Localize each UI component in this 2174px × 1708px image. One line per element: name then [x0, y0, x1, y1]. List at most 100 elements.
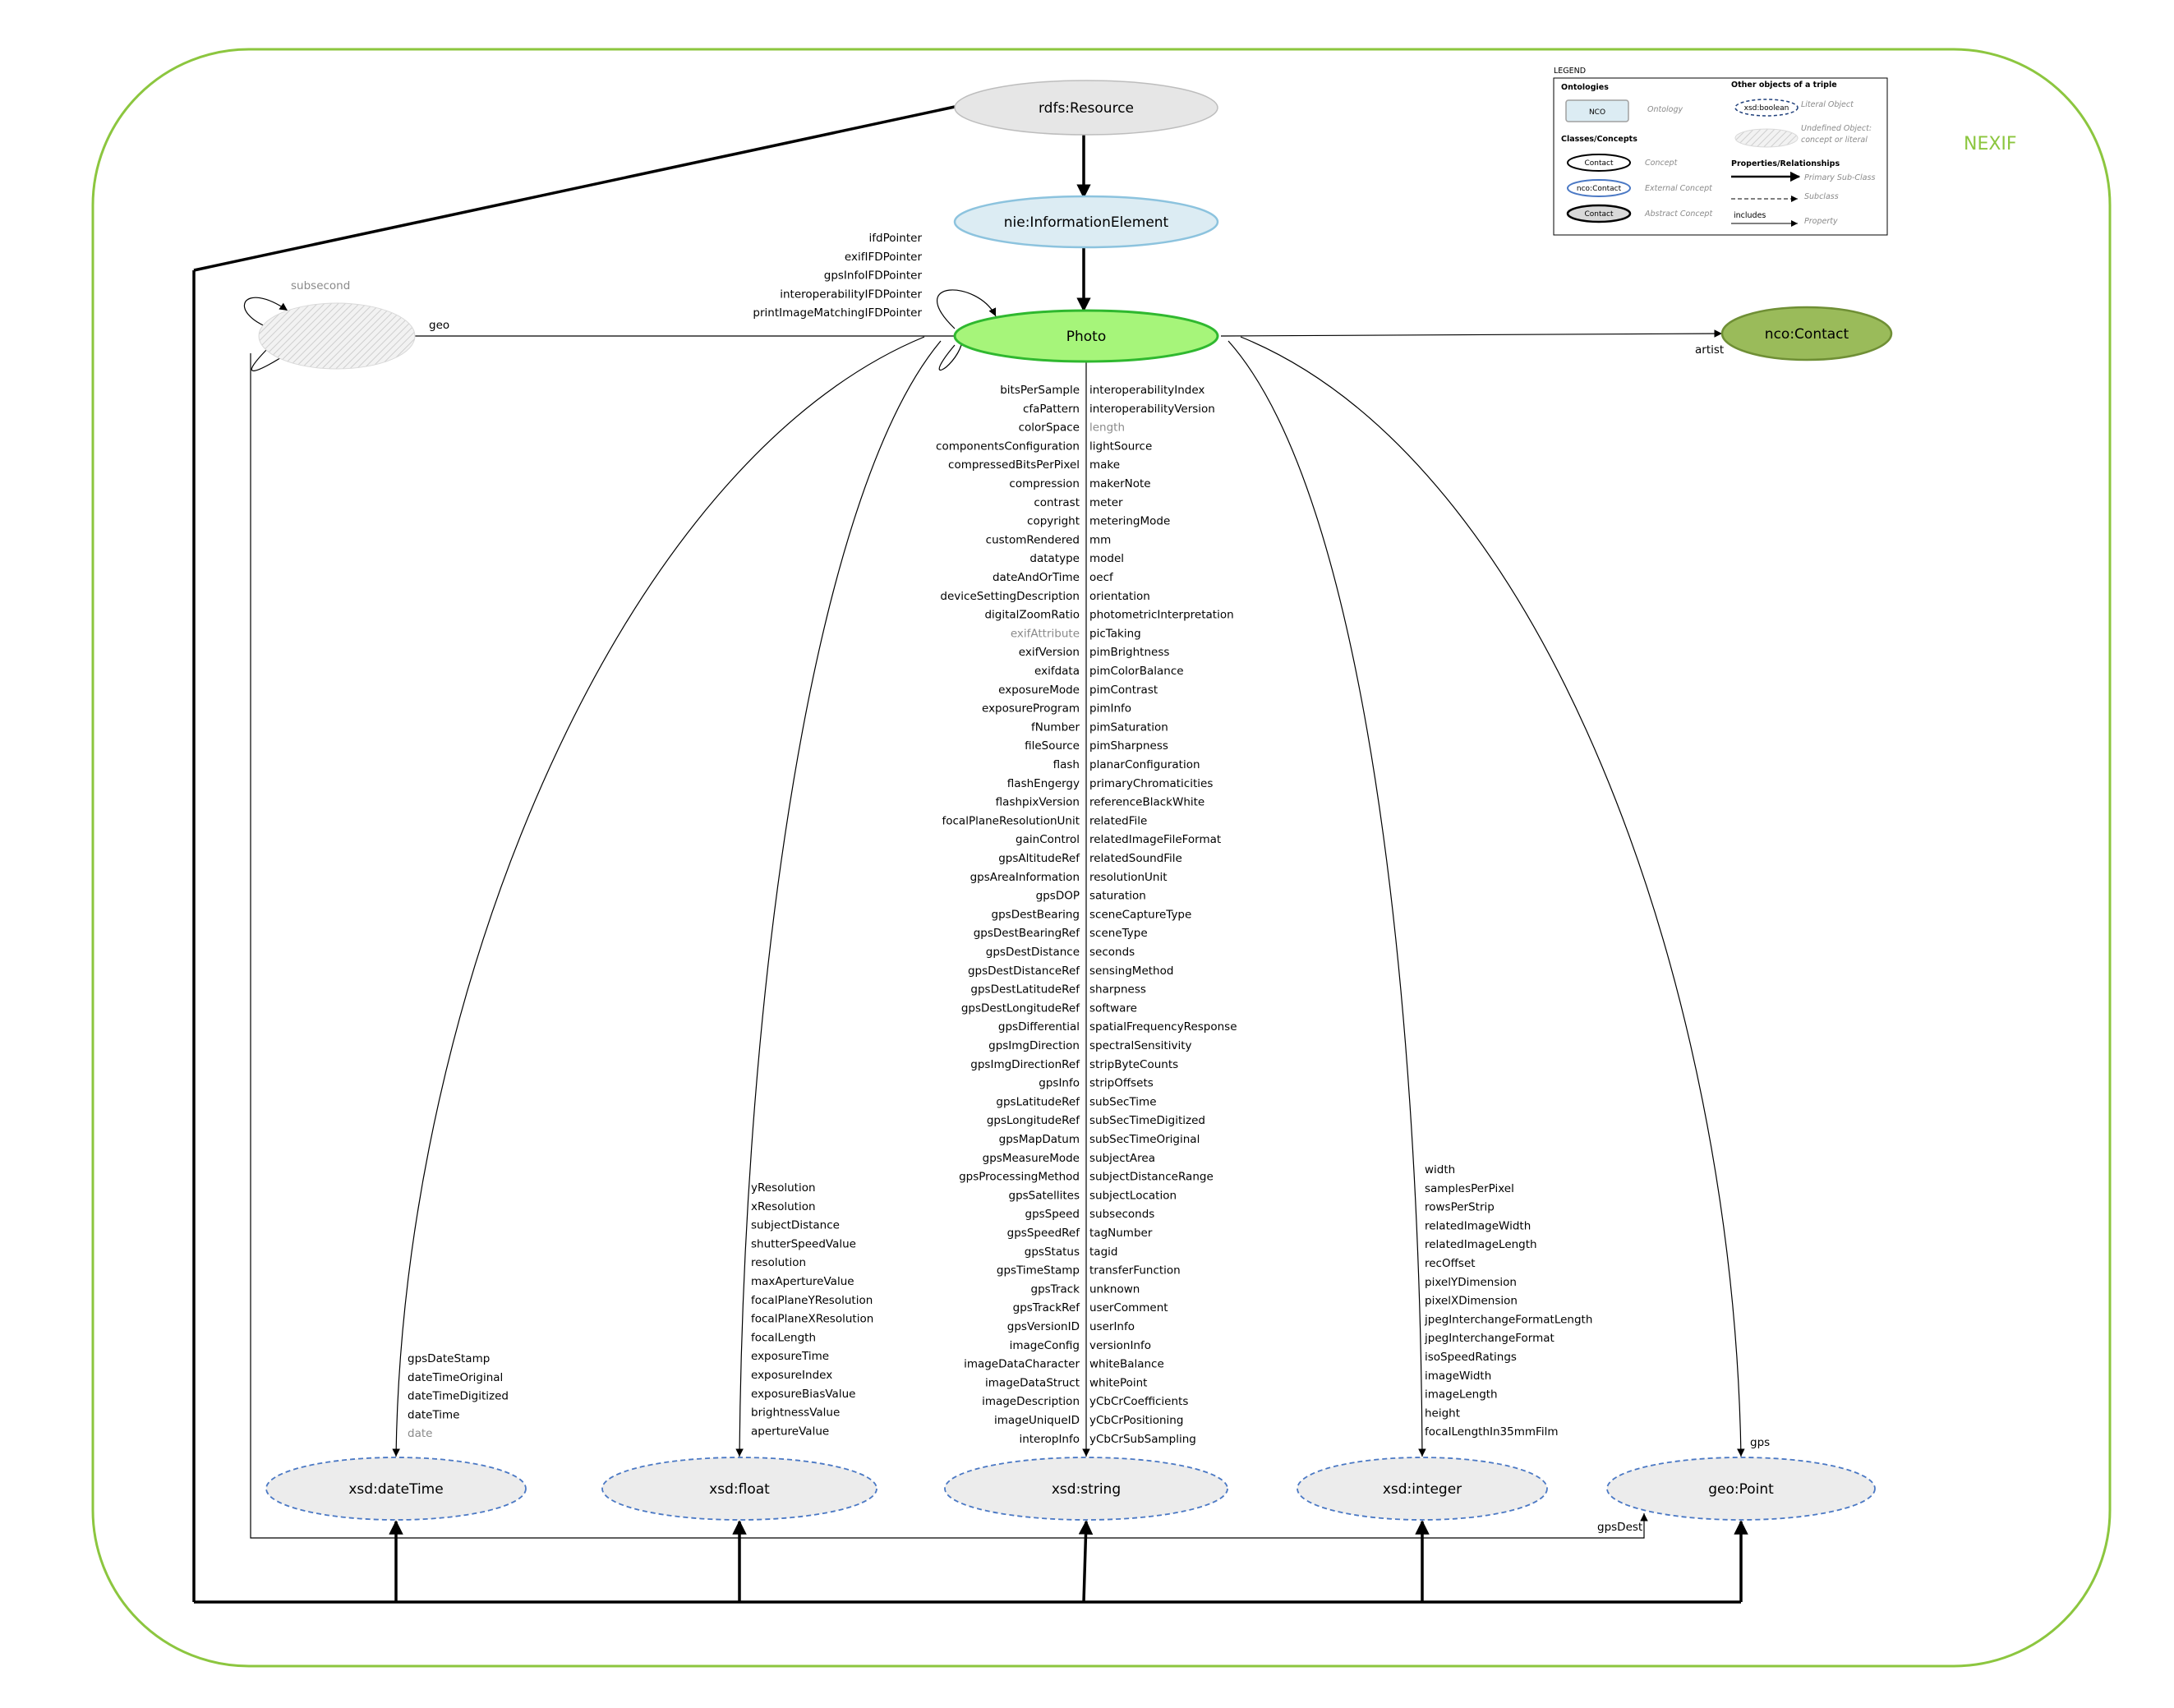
string-property-label: exposureMode	[998, 684, 1080, 697]
string-property-label: tagNumber	[1089, 1227, 1153, 1240]
edge-undefined-selfloop-back	[251, 344, 288, 371]
node-geo-point[interactable]: geo:Point	[1606, 1457, 1876, 1521]
string-property-label: gainControl	[1016, 833, 1080, 846]
string-property-label: gpsTrackRef	[1013, 1301, 1081, 1314]
string-property-label: gpsTimeStamp	[997, 1264, 1080, 1278]
string-property-label: sceneCaptureType	[1089, 908, 1191, 921]
selfloop-property-label: gpsInfoIFDPointer	[824, 269, 923, 283]
legend-literal-shape-label: xsd:boolean	[1744, 104, 1789, 113]
edge-bottom-to-string	[1078, 1520, 1094, 1603]
legend-other-objects-heading: Other objects of a triple	[1731, 81, 1837, 90]
string-property-label: relatedSoundFile	[1089, 852, 1182, 865]
string-property-label: pimColorBalance	[1089, 665, 1184, 678]
legend-ontologies-heading: Ontologies	[1561, 83, 1609, 92]
string-property-label: gpsDestLongitudeRef	[961, 1001, 1080, 1015]
string-property-label: flashpixVersion	[996, 796, 1080, 809]
string-property-label: stripOffsets	[1089, 1077, 1154, 1090]
label-subsecond: subsecond	[291, 279, 350, 292]
legend-literal-label: Literal Object	[1801, 100, 1854, 109]
float-property-label: exposureTime	[751, 1350, 829, 1363]
string-property-label: pimSaturation	[1089, 720, 1168, 734]
float-property-label: focalPlaneXResolution	[751, 1313, 873, 1326]
string-property-label: gpsMeasureMode	[983, 1152, 1080, 1165]
integer-property-label: rowsPerStrip	[1425, 1201, 1495, 1214]
node-nco-contact[interactable]: nco:Contact	[1720, 306, 1893, 361]
legend-undefined-label-1: Undefined Object:	[1801, 124, 1872, 133]
string-property-label: subjectDistanceRange	[1089, 1171, 1214, 1184]
svg-text:xsd:float: xsd:float	[709, 1481, 770, 1498]
string-property-label: tagid	[1089, 1245, 1117, 1259]
string-property-label: length	[1089, 421, 1125, 435]
node-rdfs-resource[interactable]: rdfs:Resource	[954, 80, 1218, 136]
svg-text:rdfs:Resource: rdfs:Resource	[1039, 100, 1134, 117]
legend: LEGEND Ontologies NCO Ontology Classes/C…	[1553, 67, 1888, 236]
string-property-label: subSecTimeOriginal	[1089, 1133, 1200, 1146]
string-property-label: spatialFrequencyResponse	[1089, 1020, 1237, 1034]
string-property-label: userComment	[1089, 1301, 1168, 1314]
legend-abstract-shape-label: Contact	[1584, 210, 1613, 219]
string-property-label: imageConfig	[1010, 1339, 1080, 1352]
string-property-label: mm	[1089, 533, 1111, 546]
string-property-label: imageDataCharacter	[964, 1358, 1080, 1371]
string-property-label: gpsDifferential	[998, 1020, 1080, 1034]
string-property-label: userInfo	[1089, 1320, 1135, 1333]
string-property-label: makerNote	[1089, 477, 1151, 490]
string-property-label: contrast	[1034, 496, 1080, 509]
integer-property-label: pixelXDimension	[1425, 1295, 1518, 1308]
string-property-label: gpsVersionID	[1007, 1320, 1080, 1333]
string-property-label: gpsDestBearing	[992, 908, 1080, 921]
datetime-property-labels: gpsDateStampdateTimeOriginaldateTimeDigi…	[408, 1352, 509, 1440]
node-xsd-integer[interactable]: xsd:integer	[1297, 1457, 1548, 1521]
string-property-label: relatedFile	[1089, 814, 1147, 827]
node-undefined-object[interactable]	[258, 302, 416, 370]
legend-external-shape	[1567, 179, 1631, 197]
string-property-label: digitalZoomRatio	[984, 609, 1080, 622]
string-property-label: saturation	[1089, 890, 1146, 903]
node-xsd-datetime[interactable]: xsd:dateTime	[265, 1457, 527, 1521]
string-property-label: interoperabilityVersion	[1089, 403, 1215, 416]
string-property-label: orientation	[1089, 590, 1150, 603]
string-property-label: yCbCrPositioning	[1089, 1414, 1183, 1427]
string-property-label: gpsAltitudeRef	[998, 852, 1080, 865]
string-property-label: primaryChromaticities	[1089, 777, 1213, 790]
float-property-label: apertureValue	[751, 1425, 829, 1438]
string-property-label: meter	[1089, 496, 1123, 509]
node-photo[interactable]: Photo	[953, 309, 1219, 363]
string-property-label: focalPlaneResolutionUnit	[942, 814, 1080, 827]
string-property-label: gpsStatus	[1025, 1245, 1080, 1259]
string-property-label: gpsDestLatitudeRef	[970, 983, 1080, 997]
string-property-label: exposureProgram	[982, 702, 1080, 716]
string-property-labels-right: interoperabilityIndexinteroperabilityVer…	[1089, 384, 1237, 1446]
string-property-label: dateAndOrTime	[993, 571, 1080, 584]
node-xsd-float[interactable]: xsd:float	[601, 1457, 877, 1521]
node-nie-information-element[interactable]: nie:InformationElement	[953, 195, 1219, 249]
integer-property-labels: widthsamplesPerPixelrowsPerStriprelatedI…	[1424, 1163, 1592, 1439]
string-property-label: oecf	[1089, 571, 1114, 584]
string-property-label: gpsInfo	[1039, 1077, 1080, 1090]
node-xsd-string[interactable]: xsd:string	[944, 1457, 1228, 1521]
integer-property-label: jpegInterchangeFormatLength	[1424, 1313, 1592, 1326]
ontology-label: NEXIF	[1964, 134, 2017, 154]
edge-gpsdest	[250, 353, 1648, 1539]
string-property-label: picTaking	[1089, 627, 1141, 640]
datetime-property-label: gpsDateStamp	[408, 1352, 490, 1365]
string-property-label: yCbCrSubSampling	[1089, 1433, 1196, 1446]
string-property-label: transferFunction	[1089, 1264, 1181, 1278]
integer-property-label: relatedImageLength	[1425, 1238, 1537, 1251]
string-property-label: seconds	[1089, 946, 1135, 959]
legend-classes-heading: Classes/Concepts	[1561, 135, 1637, 144]
legend-primary-label: Primary Sub-Class	[1804, 173, 1875, 182]
string-property-label: compressedBitsPerPixel	[948, 458, 1080, 472]
legend-nco-box-label: NCO	[1589, 108, 1605, 117]
edge-photo-selfloop-back	[938, 344, 962, 371]
edge-photo-selfloop	[936, 289, 997, 329]
edge-photo-contact	[1220, 329, 1723, 338]
string-property-label: resolutionUnit	[1089, 871, 1168, 884]
string-property-label: gpsLongitudeRef	[987, 1114, 1080, 1127]
integer-property-label: imageWidth	[1425, 1370, 1491, 1383]
string-property-label: referenceBlackWhite	[1089, 796, 1204, 809]
string-property-label: sharpness	[1089, 983, 1146, 997]
string-property-label: flashEngergy	[1007, 777, 1080, 790]
legend-external-shape-label: nco:Contact	[1577, 185, 1622, 193]
label-gpsdest: gpsDest	[1597, 1521, 1642, 1534]
